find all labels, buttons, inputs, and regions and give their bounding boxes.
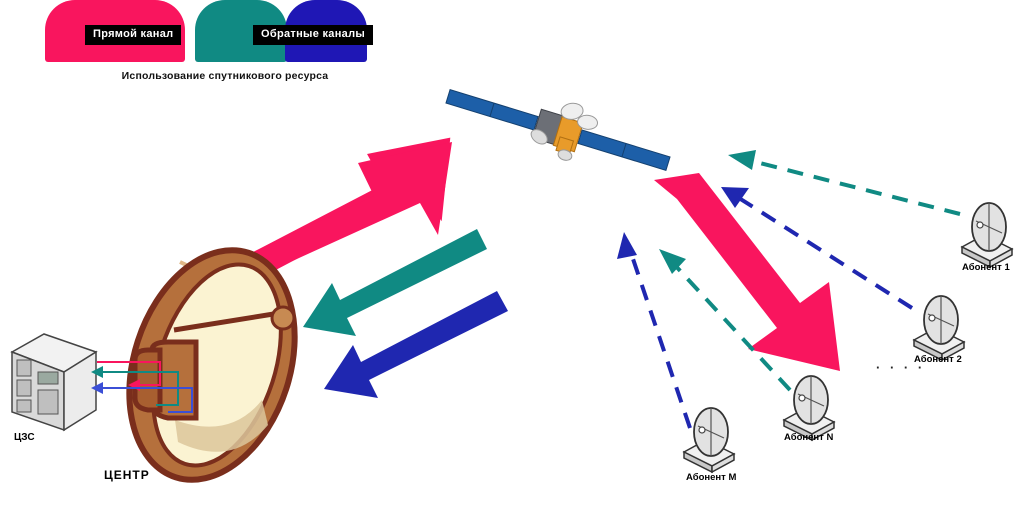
subscriber-terminal-n-icon bbox=[782, 375, 836, 442]
arrow-uplink-forward-shaft bbox=[253, 142, 452, 322]
arrow-return-dashed-blue-2 bbox=[721, 187, 914, 310]
label-ellipsis: · · · · bbox=[876, 360, 926, 375]
connector-lines bbox=[91, 361, 193, 413]
subscriber-terminal-1-icon bbox=[960, 202, 1014, 269]
label-center: ЦЕНТР bbox=[104, 468, 150, 482]
label-ground-station: ЦЗС bbox=[14, 432, 35, 443]
label-subscriber-2: Абонент 2 bbox=[914, 354, 962, 365]
arrow-return-dashed-teal-1 bbox=[728, 150, 961, 216]
legend-label-forward: Прямой канал bbox=[85, 25, 182, 45]
arrow-downlink-return-teal bbox=[303, 229, 487, 336]
dish-antenna-icon bbox=[126, 247, 298, 483]
server-icon bbox=[10, 333, 98, 432]
arrow-return-dashed-teal-n bbox=[659, 249, 792, 392]
arrow-return-dashed-blue-m bbox=[617, 232, 692, 429]
legend-label-return: Обратные каналы bbox=[253, 25, 374, 45]
label-subscriber-1: Абонент 1 bbox=[962, 262, 1010, 273]
arrow-downlink-return-blue bbox=[324, 291, 508, 398]
label-subscriber-n: Абонент N bbox=[784, 432, 834, 443]
arrow-downlink-forward-subscribers bbox=[654, 173, 840, 371]
subscriber-terminal-2-icon bbox=[912, 295, 966, 362]
subscriber-terminal-m-icon bbox=[682, 407, 736, 474]
label-subscriber-m: Абонент M bbox=[686, 472, 737, 483]
legend: Прямой канал Обратные каналы Использован… bbox=[45, 0, 405, 95]
legend-caption: Использование спутникового ресурса bbox=[121, 70, 329, 82]
satellite-icon bbox=[445, 89, 671, 171]
